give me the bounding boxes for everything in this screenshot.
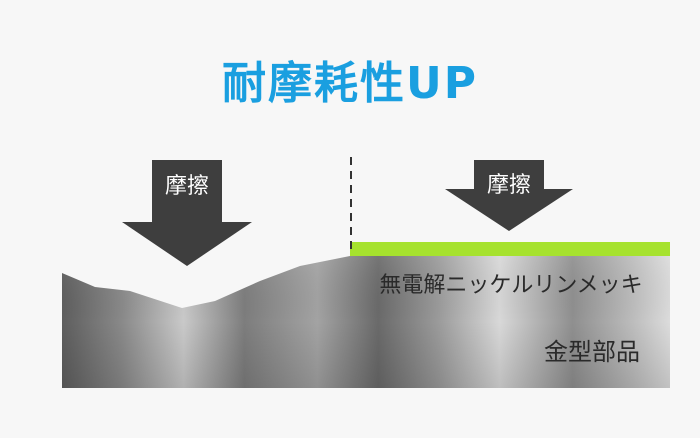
- coating-layer: [350, 242, 670, 256]
- part-label: 金型部品: [544, 338, 640, 366]
- right-friction-label: 摩擦: [487, 173, 531, 198]
- diagram-title: 耐摩耗性UP: [222, 58, 478, 109]
- left-friction-label: 摩擦: [165, 174, 209, 199]
- metal-part-shade: [62, 256, 670, 388]
- left-friction-arrow: [122, 160, 252, 266]
- coating-label: 無電解ニッケルリンメッキ: [379, 273, 642, 298]
- right-friction-arrow: [445, 160, 573, 231]
